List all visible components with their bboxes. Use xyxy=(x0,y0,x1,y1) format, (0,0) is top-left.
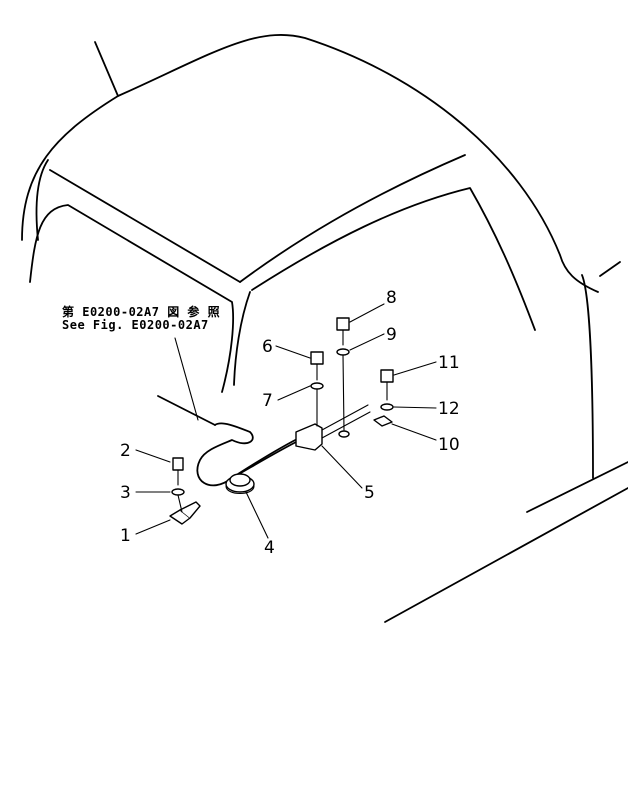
bolt-11 xyxy=(373,369,394,427)
callout-4: 4 xyxy=(264,538,275,558)
callout-6: 6 xyxy=(262,337,273,357)
leader-lines xyxy=(135,303,437,539)
callout-5: 5 xyxy=(364,483,375,503)
bolt-8 xyxy=(336,317,350,438)
bolt-6 xyxy=(310,351,324,427)
clip-1 xyxy=(169,501,201,525)
reference-note-jp: 第 E0200-02A7 図 参 照 xyxy=(62,305,221,319)
bolt-2 xyxy=(171,457,185,513)
callout-8: 8 xyxy=(386,288,397,308)
cable xyxy=(157,395,304,487)
bracket-5 xyxy=(295,404,371,451)
reference-note-en: See Fig. E0200-02A7 xyxy=(62,318,209,332)
callout-11: 11 xyxy=(438,353,460,373)
callout-12: 12 xyxy=(438,399,460,419)
grommet-4 xyxy=(225,473,255,495)
cab-outline xyxy=(21,34,628,623)
callout-2: 2 xyxy=(120,441,131,461)
callout-10: 10 xyxy=(438,435,460,455)
callout-3: 3 xyxy=(120,483,131,503)
callout-numbers: 1 2 3 4 5 6 7 8 9 10 11 12 xyxy=(120,288,460,558)
reference-leader xyxy=(174,337,199,421)
callout-9: 9 xyxy=(386,325,397,345)
callout-7: 7 xyxy=(262,391,273,411)
callout-1: 1 xyxy=(120,526,131,546)
